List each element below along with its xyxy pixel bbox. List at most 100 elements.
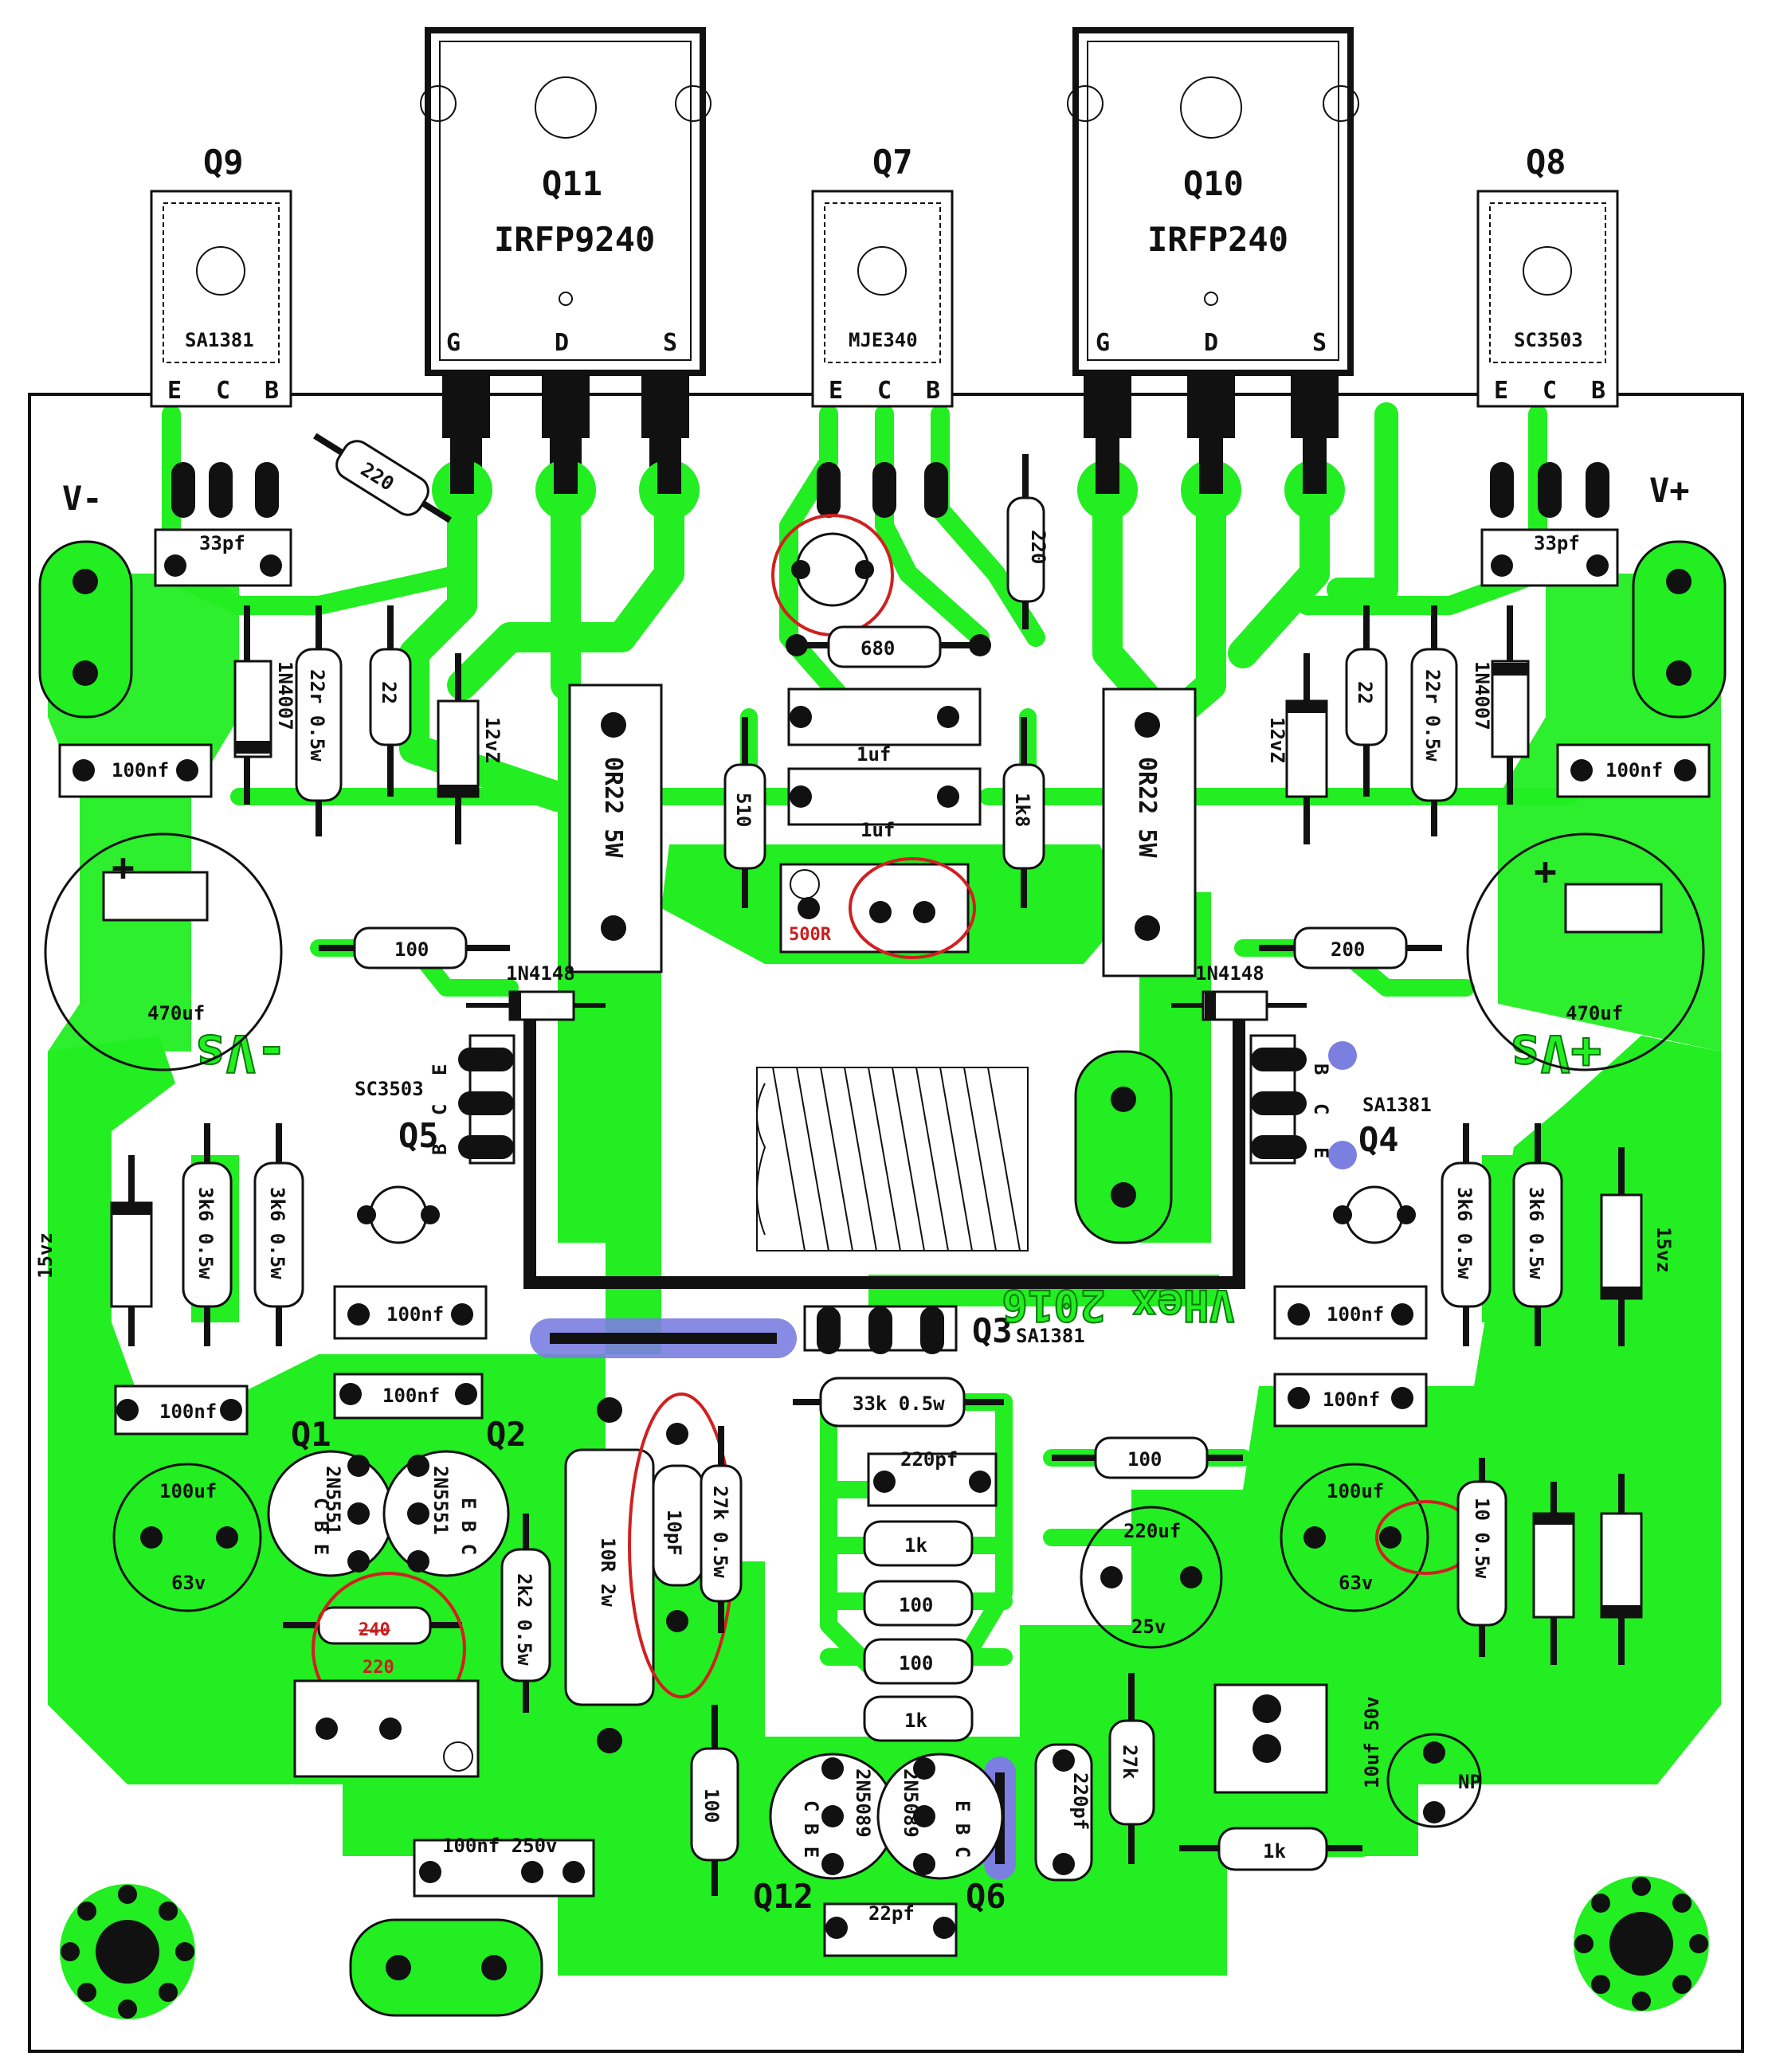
svg-text:Q3: Q3: [972, 1311, 1013, 1350]
svg-text:+: +: [1534, 849, 1557, 894]
svg-text:680: 680: [860, 637, 895, 660]
terminal-ground: [349, 1918, 543, 2017]
transistor-q5: E C B SC3503 Q5: [355, 1034, 516, 1165]
svg-text:1k: 1k: [904, 1710, 927, 1732]
resistor-100-bottom: 100: [690, 1705, 739, 1896]
svg-text:100uf: 100uf: [159, 1480, 217, 1502]
diode-1n4007-bottom-a: [1532, 1482, 1575, 1665]
resistor-1k-b: 1k: [863, 1695, 974, 1742]
svg-text:100nf: 100nf: [1327, 1303, 1384, 1326]
resistor-22-left: 22: [369, 605, 412, 797]
svg-text:63v: 63v: [1339, 1572, 1373, 1594]
svg-text:10 0.5w: 10 0.5w: [1471, 1498, 1493, 1579]
trimmer-500r: 500R: [779, 857, 976, 959]
svg-text:22: 22: [378, 681, 400, 704]
transistor-q6: 2N5089 E B C Q6: [876, 1753, 1006, 1916]
svg-text:100: 100: [1127, 1448, 1162, 1471]
label-v-plus: V+: [1649, 471, 1690, 510]
svg-text:SA1381: SA1381: [1362, 1094, 1432, 1116]
svg-text:200: 200: [1331, 938, 1365, 961]
svg-text:15vz: 15vz: [34, 1232, 57, 1279]
cap-22pf: 22pf: [823, 1902, 958, 1957]
svg-text:100nf: 100nf: [382, 1385, 440, 1407]
svg-text:33k 0.5w: 33k 0.5w: [853, 1392, 945, 1415]
cap-100nf-left: 100nf: [58, 743, 213, 798]
svg-text:B: B: [1310, 1063, 1332, 1075]
svg-text:10uf 50v: 10uf 50v: [1361, 1696, 1383, 1788]
cap-100nf-right: 100nf: [1556, 743, 1711, 798]
cap-470uf-left: 470uf +: [44, 832, 283, 1071]
svg-text:3k6 0.5w: 3k6 0.5w: [1453, 1187, 1476, 1279]
cap-220uf: 220uf 25v: [1080, 1506, 1223, 1649]
svg-text:220uf: 220uf: [1123, 1520, 1181, 1542]
input-connector: [1213, 1683, 1328, 1794]
svg-text:12vZ: 12vZ: [481, 717, 504, 763]
cap-1uf-b: 1uf: [787, 767, 982, 841]
resistor-100-left: 100: [319, 926, 510, 969]
svg-text:2N5089: 2N5089: [852, 1768, 874, 1838]
svg-text:100nf: 100nf: [386, 1303, 444, 1326]
svg-text:C: C: [1310, 1103, 1332, 1114]
svg-text:100nf: 100nf: [112, 759, 169, 781]
svg-text:E B C: E B C: [457, 1498, 480, 1555]
resistor-1k8: 1k8: [1002, 717, 1045, 908]
svg-text:1N4148: 1N4148: [506, 962, 575, 985]
resistor-1k-bottom: 1k: [1179, 1827, 1362, 1871]
zener-12v-right: 12vZ: [1266, 653, 1328, 844]
svg-text:12vZ: 12vZ: [1266, 717, 1288, 763]
cap-100uf-left: 100uf 63v: [112, 1463, 262, 1612]
diode-1n4007-bottom-b: [1600, 1474, 1643, 1665]
svg-text:Q2: Q2: [486, 1415, 527, 1454]
cap-33pf-left: 33pf: [154, 528, 292, 587]
terminal-output: [1074, 1050, 1173, 1244]
svg-text:100nf: 100nf: [1323, 1389, 1380, 1411]
svg-text:470uf: 470uf: [1566, 1002, 1623, 1024]
cap-100nf-q5: 100nf: [333, 1285, 488, 1340]
terminal-v-plus: [1632, 540, 1727, 719]
svg-text:SA1381: SA1381: [1016, 1325, 1085, 1347]
svg-text:220pf: 220pf: [1069, 1772, 1092, 1830]
svg-text:1k: 1k: [1263, 1840, 1286, 1862]
svg-text:63v: 63v: [171, 1572, 206, 1594]
svg-text:100: 100: [899, 1594, 933, 1616]
svg-text:2N5551: 2N5551: [429, 1466, 452, 1535]
resistor-220-left: 220: [313, 433, 452, 523]
diode-1n4007-right: 1N4007: [1471, 605, 1530, 805]
svg-text:E B C: E B C: [951, 1800, 974, 1858]
diode-1n4148-right: 1N4148: [1171, 962, 1307, 1021]
cap-100nf-q1: 100nf: [114, 1385, 249, 1436]
cap-100nf-250v: 100nf 250v: [413, 1835, 595, 1898]
cap-470uf-right: 470uf +: [1466, 832, 1705, 1071]
svg-text:220: 220: [363, 1658, 394, 1678]
resistor-22-right: 22: [1345, 605, 1388, 797]
transistor-q8: Q8 SC3503 E C B: [1476, 143, 1619, 518]
terminal-v-minus: [38, 540, 133, 719]
resistor-100-c: 100: [863, 1638, 974, 1685]
resistor-22r-left: 22r 0.5w: [295, 605, 343, 836]
svg-text:22pf: 22pf: [868, 1902, 915, 1925]
resistor-220-mid: 220: [1006, 454, 1049, 629]
svg-text:220pf: 220pf: [900, 1448, 958, 1471]
svg-text:100nf: 100nf: [1605, 759, 1663, 781]
svg-text:100: 100: [394, 938, 429, 961]
svg-text:1N4148: 1N4148: [1195, 962, 1264, 985]
transistor-q1: 2N5551 C B E Q1: [267, 1415, 394, 1577]
svg-text:27k 0.5w: 27k 0.5w: [709, 1486, 731, 1578]
svg-text:C B E: C B E: [800, 1800, 822, 1858]
resistor-100-b: 100: [863, 1580, 974, 1627]
q9-ref: Q9: [203, 143, 244, 182]
svg-text:3k6 0.5w: 3k6 0.5w: [266, 1187, 288, 1279]
cap-220pf-bottom: 220pf: [1034, 1743, 1093, 1882]
resistor-200-right: 200: [1259, 926, 1442, 969]
svg-text:510: 510: [732, 793, 755, 827]
svg-text:Q6: Q6: [966, 1877, 1006, 1916]
svg-text:+: +: [112, 845, 135, 890]
resistor-2k2: 2k2 0.5w: [500, 1514, 551, 1713]
zener-15v-right: 15vz: [1600, 1147, 1675, 1346]
svg-text:Q12: Q12: [753, 1877, 813, 1916]
svg-text:B: B: [429, 1144, 451, 1155]
svg-text:1N4007: 1N4007: [1471, 661, 1493, 730]
resistor-680: 680: [786, 625, 991, 668]
q11-part: IRFP9240: [494, 220, 655, 259]
